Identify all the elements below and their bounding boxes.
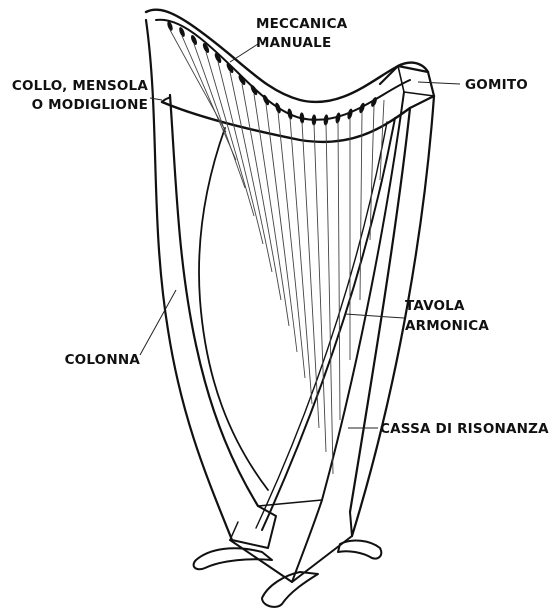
leader-elbow	[418, 82, 460, 84]
leader-lines	[140, 44, 460, 428]
label-soundboard-line2: ARMONICA	[405, 318, 489, 334]
harp-strings	[170, 30, 384, 474]
harp-inner-frame	[199, 128, 268, 490]
label-elbow: GOMITO	[465, 77, 528, 93]
harp-soundboard	[256, 118, 395, 530]
label-neck-line2: O MODIGLIONE	[32, 97, 148, 113]
part-labels: MECCANICA MANUALE COLLO, MENSOLA O MODIG…	[12, 16, 549, 437]
leader-mechanics	[230, 44, 258, 62]
label-mechanics-line1: MECCANICA	[256, 16, 348, 32]
leader-neck	[150, 98, 162, 100]
label-mechanics-line2: MANUALE	[256, 35, 331, 51]
label-soundboard-line1: TAVOLA	[405, 298, 465, 314]
harp-soundbox	[258, 92, 434, 582]
label-neck-line1: COLLO, MENSOLA	[12, 78, 148, 94]
label-pillar: COLONNA	[65, 352, 141, 368]
leader-soundboard	[345, 314, 404, 318]
label-soundbox: CASSA DI RISONANZA	[380, 421, 549, 437]
harp-base	[194, 512, 382, 607]
